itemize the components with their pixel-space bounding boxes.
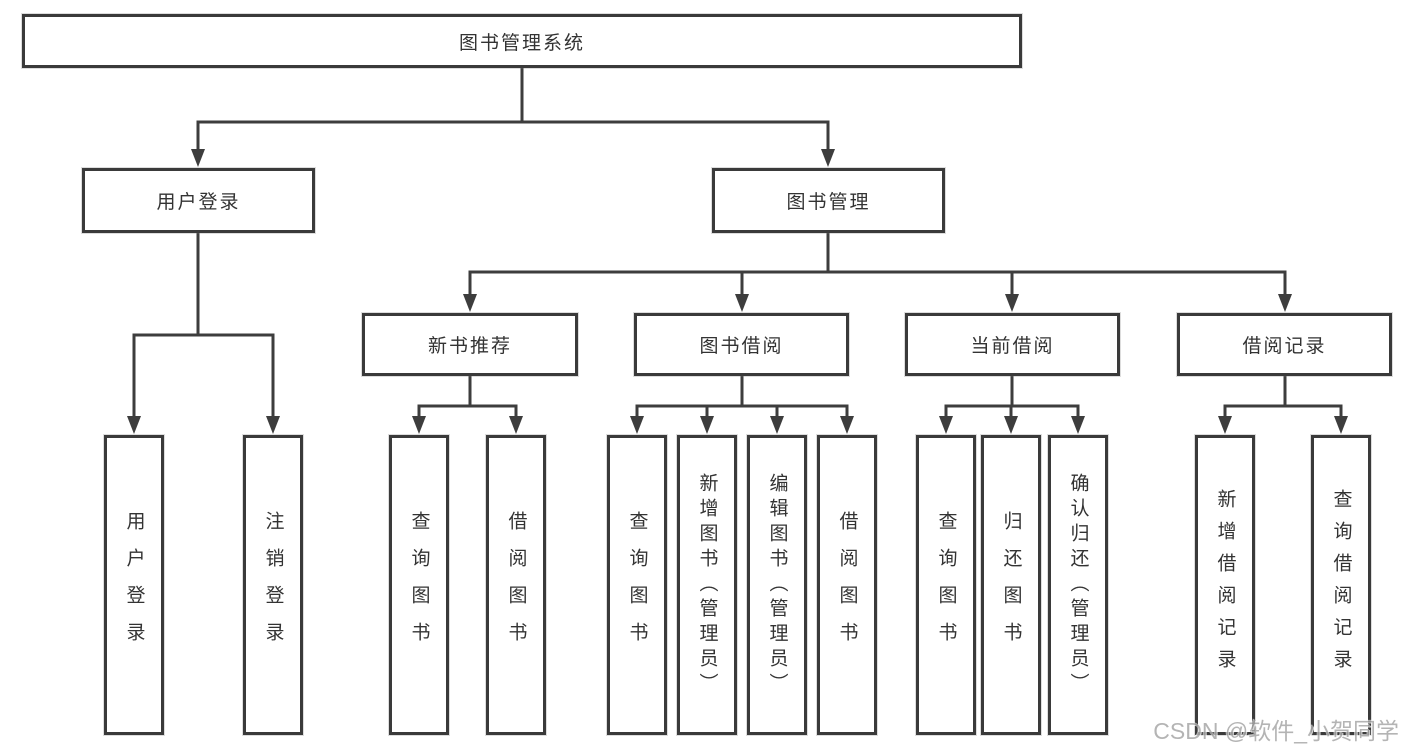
node-label: 查询借阅记录 (1330, 489, 1352, 681)
node-label: 用户登录 (156, 192, 241, 213)
node-label: 借阅图书 (505, 511, 527, 659)
node-book-borrow: 图书借阅 (634, 313, 849, 376)
leaf-logout: 注销登录 (243, 435, 303, 735)
node-library-management-system: 图书管理系统 (22, 14, 1022, 68)
node-label: 图书借阅 (699, 336, 784, 357)
leaf-confirm-return-admin: 确认归还（管理员） (1048, 435, 1108, 735)
node-book-management: 图书管理 (712, 168, 945, 233)
node-label: 新书推荐 (427, 336, 512, 357)
node-borrow-records: 借阅记录 (1177, 313, 1392, 376)
leaf-add-books-admin: 新增图书（管理员） (677, 435, 737, 735)
node-label: 注销登录 (262, 511, 284, 659)
node-label: 图书管理 (786, 192, 871, 213)
node-user-login: 用户登录 (82, 168, 315, 233)
leaf-user-login: 用户登录 (104, 435, 164, 735)
leaf-add-borrow-record: 新增借阅记录 (1195, 435, 1255, 735)
leaf-recommend-query-books: 查询图书 (389, 435, 449, 735)
node-label: 新增借阅记录 (1214, 489, 1236, 681)
node-label: 查询图书 (626, 511, 648, 659)
node-label: 借阅图书 (836, 511, 858, 659)
leaf-query-borrow-record: 查询借阅记录 (1311, 435, 1371, 735)
leaf-return-books: 归还图书 (981, 435, 1041, 735)
node-label: 编辑图书（管理员） (766, 472, 788, 698)
node-label: 借阅记录 (1242, 336, 1327, 357)
node-label: 当前借阅 (970, 336, 1055, 357)
node-label: 新增图书（管理员） (696, 472, 718, 698)
leaf-edit-books-admin: 编辑图书（管理员） (747, 435, 807, 735)
node-label: 查询图书 (935, 511, 957, 659)
node-label: 用户登录 (123, 511, 145, 659)
node-label: 归还图书 (1000, 511, 1022, 659)
leaf-borrow-books: 借阅图书 (817, 435, 877, 735)
csdn-watermark: CSDN @软件_小贺同学 (1153, 718, 1399, 744)
node-label: 查询图书 (408, 511, 430, 659)
node-label: 确认归还（管理员） (1067, 472, 1089, 698)
node-new-book-recommend: 新书推荐 (362, 313, 578, 376)
node-label: 图书管理系统 (458, 32, 585, 54)
leaf-current-query-books: 查询图书 (916, 435, 976, 735)
leaf-recommend-borrow-books: 借阅图书 (486, 435, 546, 735)
node-current-borrow: 当前借阅 (905, 313, 1120, 376)
leaf-borrow-query-books: 查询图书 (607, 435, 667, 735)
